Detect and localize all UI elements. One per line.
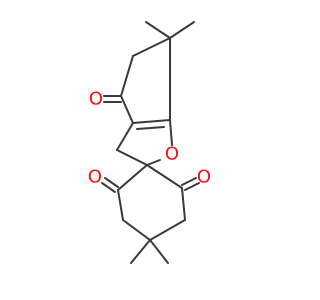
atom-labels: O O O O [88, 89, 211, 188]
bond [146, 159, 161, 166]
bond [181, 187, 186, 221]
bond [116, 149, 148, 166]
bond [120, 55, 134, 97]
oxygen-label: O [197, 167, 211, 188]
bond [181, 177, 197, 186]
bond [116, 122, 134, 151]
bonds [101, 21, 200, 264]
bond [120, 95, 134, 124]
molecule-structure-diagram: O O O O [88, 21, 211, 264]
bond [146, 164, 183, 189]
bond [169, 119, 173, 146]
bond [132, 119, 171, 124]
bond [136, 126, 165, 130]
bond [184, 182, 200, 191]
oxygen-label: O [89, 89, 103, 110]
bond [149, 239, 169, 264]
bond [169, 21, 195, 39]
bond [122, 219, 151, 241]
oxygen-label: O [88, 167, 102, 188]
bond [104, 177, 119, 188]
bond [132, 37, 171, 57]
oxygen-label: O [165, 144, 179, 165]
bond [117, 189, 124, 221]
bond [101, 182, 116, 193]
bond [117, 164, 148, 191]
bond [145, 21, 171, 39]
bond [130, 239, 151, 264]
bond [149, 219, 186, 241]
